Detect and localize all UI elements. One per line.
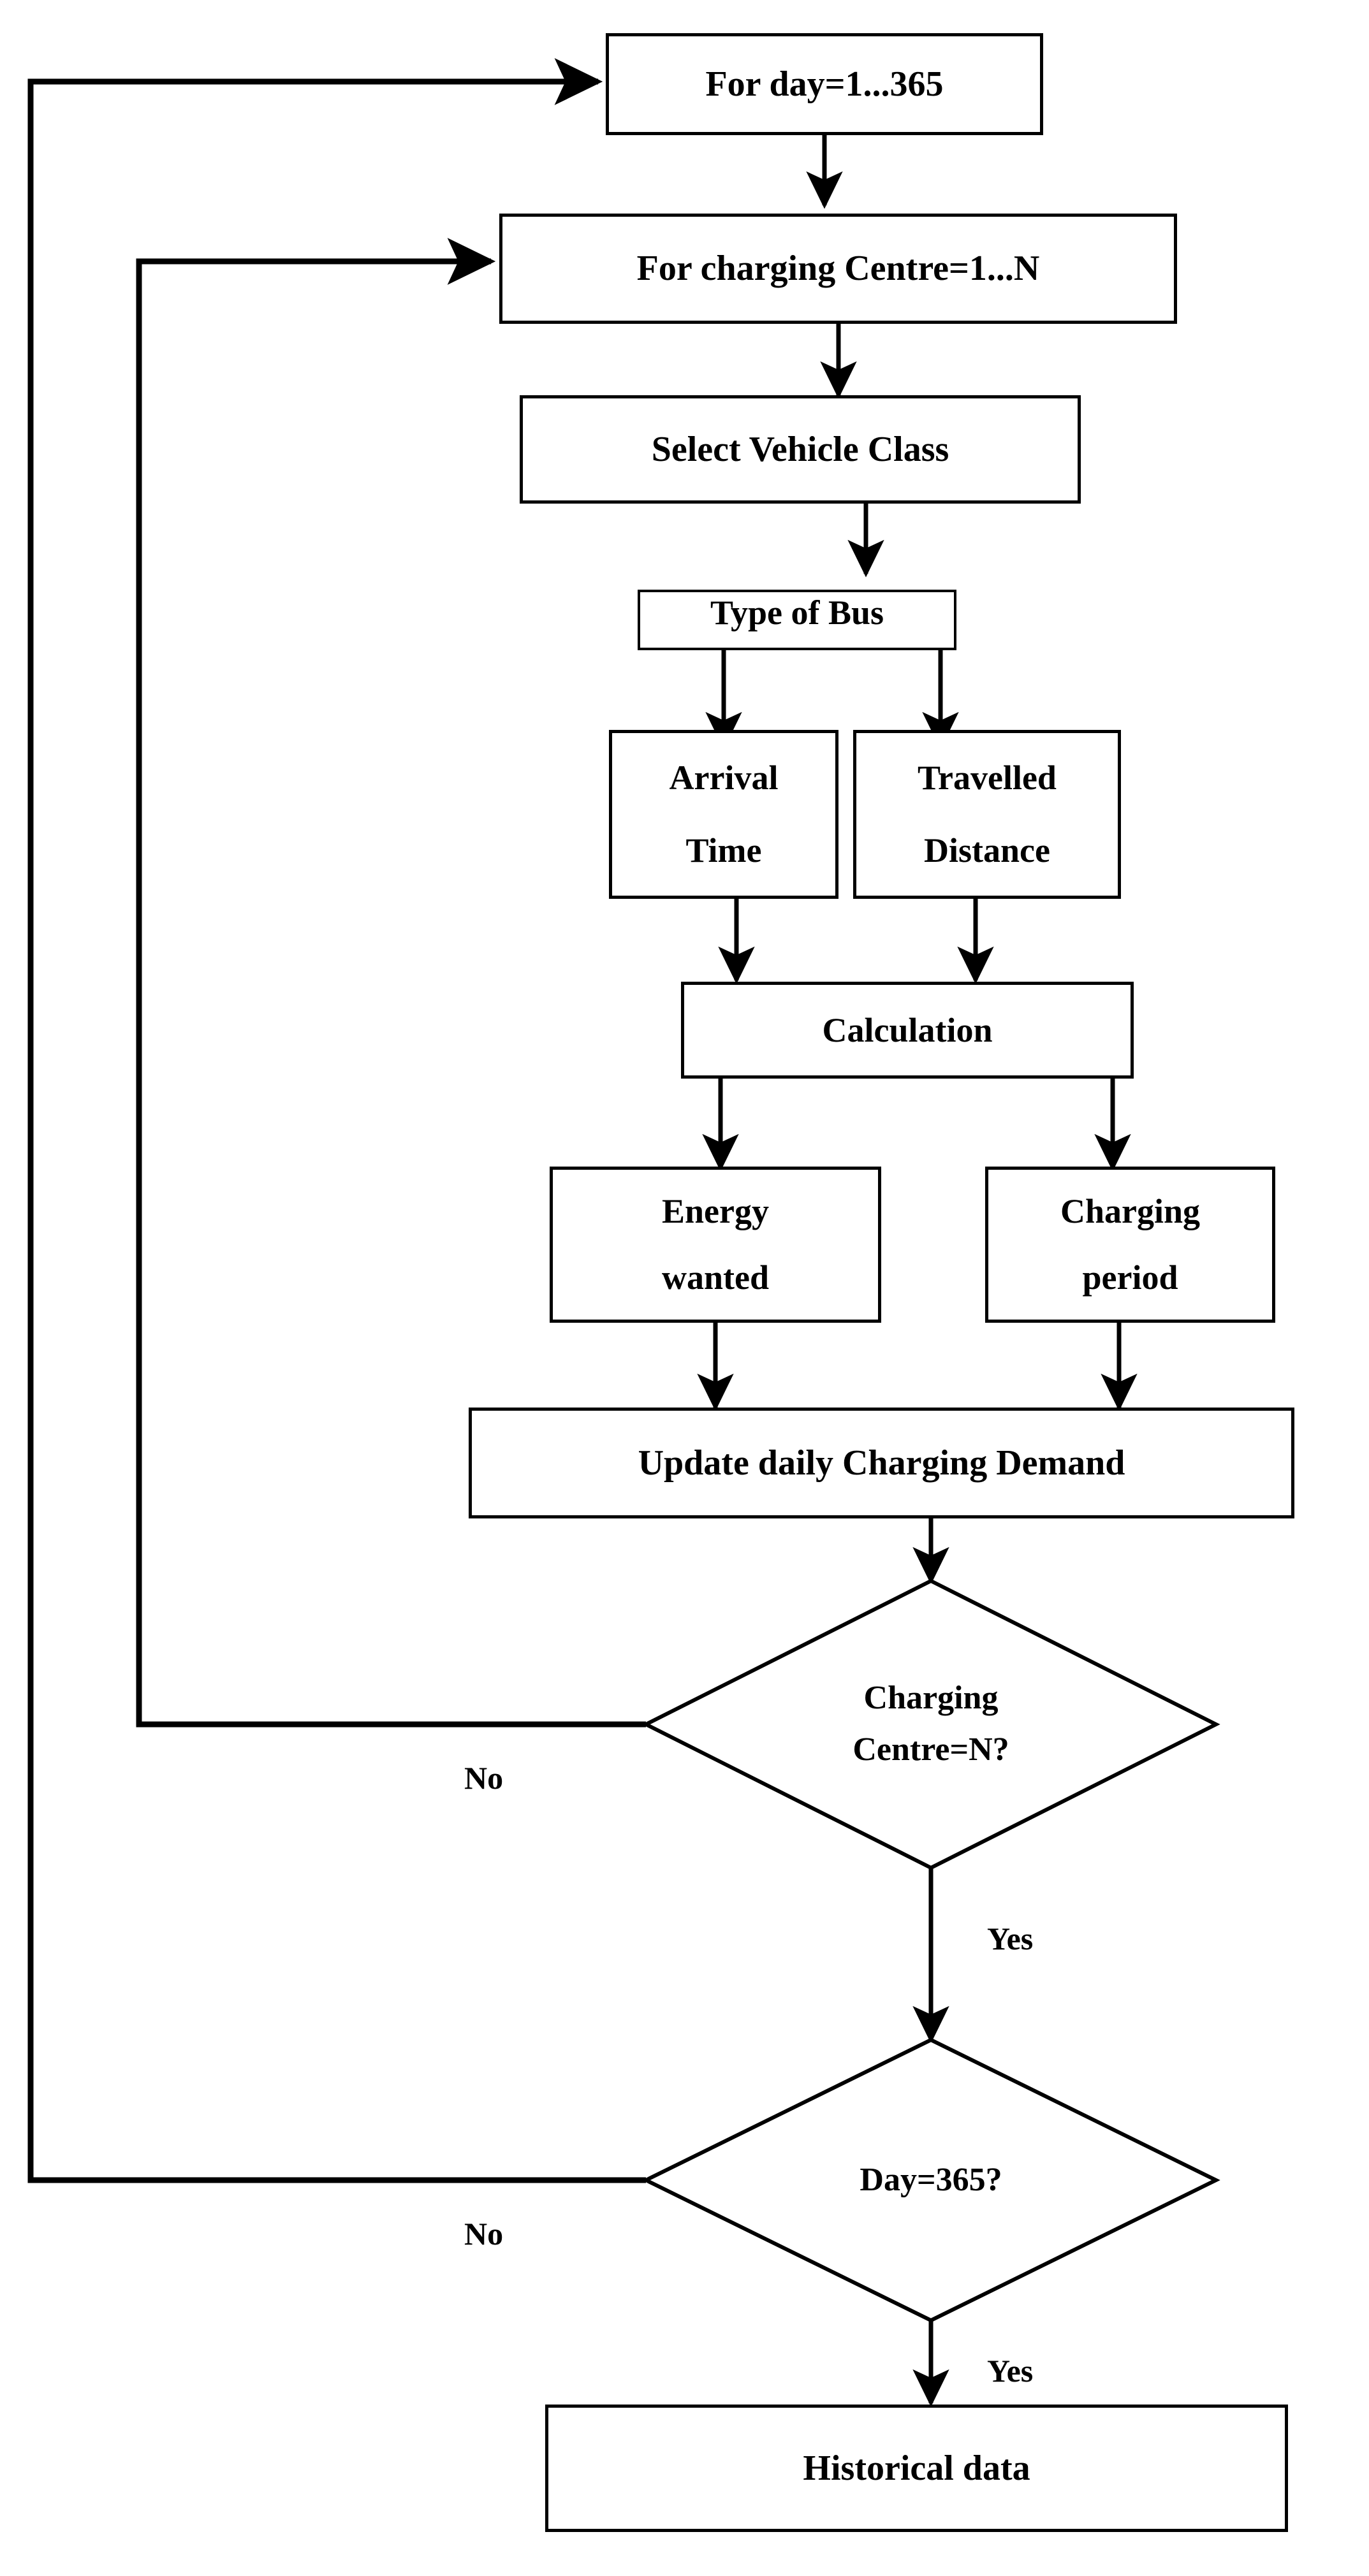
edge-label-day-no: No: [464, 2216, 504, 2252]
node-for-day[interactable]: For day=1...365: [606, 33, 1043, 135]
node-for-day-line-1: For day=1...365: [705, 64, 944, 104]
node-charging-period[interactable]: Charging period: [985, 1167, 1275, 1323]
node-travelled-distance-line-2: Distance: [924, 831, 1050, 870]
decision-shape-day-eq-365: [641, 2037, 1220, 2323]
decision-day-eq-365-line-1: Day=365?: [860, 2161, 1002, 2198]
node-select-vehicle-class[interactable]: Select Vehicle Class: [520, 395, 1081, 504]
node-calculation[interactable]: Calculation: [681, 982, 1134, 1079]
node-energy-wanted-line-2: wanted: [661, 1258, 769, 1297]
node-update-daily-charging-demand-line-1: Update daily Charging Demand: [638, 1443, 1125, 1483]
node-charging-period-line-2: period: [1082, 1258, 1178, 1297]
edge-label-day-yes: Yes: [987, 2353, 1034, 2389]
edge-label-centre-no: No: [464, 1760, 504, 1796]
node-historical-data-line-1: Historical data: [803, 2448, 1030, 2488]
node-arrival-time-line-2: Time: [685, 831, 762, 870]
node-arrival-time-line-1: Arrival: [669, 759, 779, 797]
edge-daydecision-no-loop: [27, 58, 646, 2183]
node-energy-wanted[interactable]: Energy wanted: [550, 1167, 881, 1323]
node-charging-centre-eq-n[interactable]: Charging Centre=N?: [646, 1581, 1216, 1868]
decision-centre-eq-n-line-2: Centre=N?: [853, 1731, 1009, 1768]
node-historical-data[interactable]: Historical data: [545, 2405, 1288, 2532]
node-charging-period-line-1: Charging: [1060, 1192, 1201, 1231]
decision-centre-eq-n-line-1: Charging: [863, 1680, 999, 1717]
node-calculation-line-1: Calculation: [822, 1010, 993, 1049]
node-travelled-distance-line-1: Travelled: [918, 759, 1057, 797]
node-type-of-bus[interactable]: Type of Bus: [638, 590, 956, 650]
node-travelled-distance[interactable]: Travelled Distance: [853, 730, 1121, 899]
edge-label-centre-yes: Yes: [987, 1921, 1034, 1956]
node-energy-wanted-line-1: Energy: [662, 1192, 769, 1231]
decision-label-day-eq-365: Day=365?: [646, 2040, 1216, 2320]
decision-label-centre-eq-n: Charging Centre=N?: [646, 1581, 1216, 1868]
node-arrival-time[interactable]: Arrival Time: [609, 730, 838, 899]
node-type-of-bus-line-1: Type of Bus: [710, 593, 884, 632]
node-select-vehicle-class-line-1: Select Vehicle Class: [651, 429, 949, 469]
edge-centredecision-no-loop: [136, 238, 646, 1728]
node-day-eq-365[interactable]: Day=365?: [646, 2040, 1216, 2320]
node-for-charging-centre-line-1: For charging Centre=1...N: [636, 249, 1040, 289]
node-for-charging-centre[interactable]: For charging Centre=1...N: [499, 214, 1177, 324]
node-update-daily-charging-demand[interactable]: Update daily Charging Demand: [469, 1408, 1294, 1518]
decision-shape-centre-eq-n: [641, 1578, 1220, 1870]
